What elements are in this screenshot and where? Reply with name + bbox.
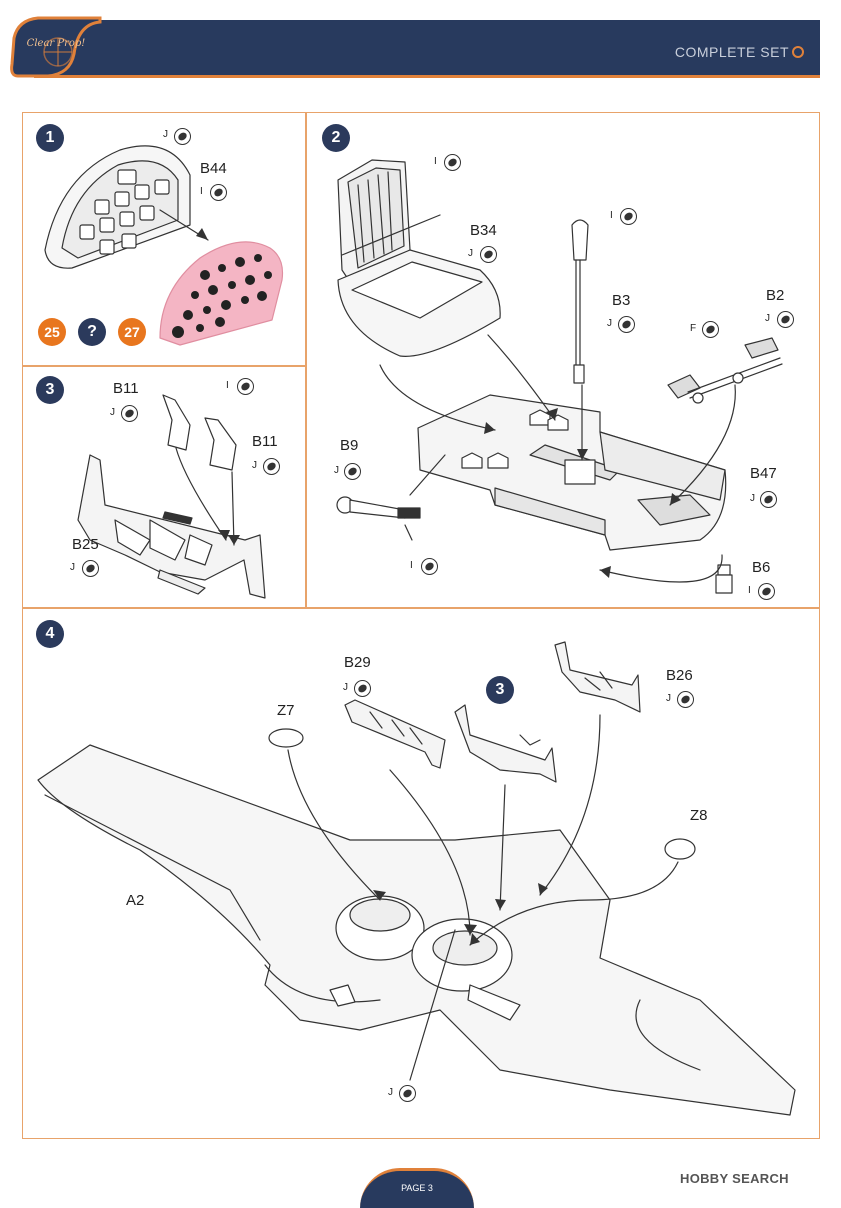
f-code: F	[690, 323, 697, 334]
step-4-bottom-code: J	[388, 1087, 393, 1098]
part-b34-label: B34	[470, 222, 497, 239]
seat-code: I	[434, 156, 437, 167]
part-b3-code: J	[607, 318, 612, 329]
part-b25-label: B25	[72, 536, 99, 553]
paint-icon	[777, 311, 794, 328]
part-b29-code: J	[343, 682, 348, 693]
sub-step-3-badge: 3	[486, 676, 514, 704]
step-2-badge: 2	[322, 124, 350, 152]
step-4-panel	[22, 607, 820, 1139]
part-b44-code: I	[200, 186, 203, 197]
logo-badge: Clear Prop!	[10, 16, 102, 78]
wing-drawing	[37, 744, 796, 1116]
option-badge-27: 27	[118, 318, 146, 346]
part-b34-code: J	[468, 248, 473, 259]
part-b29-label: B29	[344, 654, 371, 671]
paint-icon	[620, 208, 637, 225]
instrument-panel-drawing	[44, 145, 209, 269]
paint-icon	[210, 184, 227, 201]
part-b11-right-label: B11	[252, 433, 278, 450]
watermark: HOBBY SEARCH	[680, 1171, 789, 1186]
paint-icon	[174, 128, 191, 145]
step-2-panel	[305, 112, 820, 609]
paint-icon	[121, 405, 138, 422]
z7-z8-drawing	[268, 728, 696, 860]
part-z8-label: Z8	[690, 807, 708, 824]
rudder-bar-drawing	[667, 337, 783, 404]
seat-frame-sub-drawing	[454, 704, 557, 783]
paint-icon	[344, 463, 361, 480]
part-b26-code: J	[666, 693, 671, 704]
lever-code: I	[410, 560, 413, 571]
paint-icon	[480, 246, 497, 263]
step-1-badge: 1	[36, 124, 64, 152]
seat-frame-drawing	[77, 454, 266, 599]
paint-icon	[237, 378, 254, 395]
control-stick-drawing	[571, 219, 589, 384]
paint-icon	[354, 680, 371, 697]
part-z7-label: Z7	[277, 702, 295, 719]
header-dot-icon	[792, 46, 804, 58]
part-b9-code: J	[334, 465, 339, 476]
paint-icon	[399, 1085, 416, 1102]
stick-code: I	[610, 210, 613, 221]
option-badge-unknown: ?	[78, 318, 106, 346]
step-1-top-code: J	[163, 129, 168, 140]
part-b6-drawing	[715, 564, 733, 594]
page-number: PAGE 3	[401, 1183, 433, 1193]
b29-part-drawing	[344, 699, 446, 769]
part-b11-top-code: J	[110, 407, 115, 418]
step-3-badge: 3	[36, 376, 64, 404]
page-title: COMPLETE SET	[674, 44, 789, 60]
part-b44-label: B44	[200, 160, 227, 177]
part-b9-label: B9	[340, 437, 359, 454]
part-b3-label: B3	[612, 292, 631, 309]
b11-parts-drawing	[162, 394, 237, 546]
option-badge-25: 25	[38, 318, 66, 346]
part-b26-label: B26	[666, 667, 693, 684]
step-1-panel	[22, 112, 307, 367]
paint-icon	[760, 491, 777, 508]
step-3-i-code: I	[226, 380, 229, 391]
paint-icon	[444, 154, 461, 171]
lever-b9-drawing	[336, 496, 421, 519]
paint-icon	[82, 560, 99, 577]
part-a2-label: A2	[126, 892, 145, 909]
part-b6-label: B6	[752, 559, 771, 576]
paint-icon	[263, 458, 280, 475]
paint-icon	[758, 583, 775, 600]
header-bar	[34, 20, 820, 78]
paint-icon	[421, 558, 438, 575]
part-b11-right-code: J	[252, 460, 257, 471]
seat-drawing	[337, 159, 501, 357]
step-3-panel	[22, 365, 307, 609]
part-b47-label: B47	[750, 465, 777, 482]
paint-icon	[702, 321, 719, 338]
floor-drawing	[417, 394, 727, 551]
part-b25-code: J	[70, 562, 75, 573]
instrument-decal-drawing	[159, 241, 284, 346]
step-4-badge: 4	[36, 620, 64, 648]
part-b2-code: J	[765, 313, 770, 324]
part-b6-code: I	[748, 585, 751, 596]
part-b47-code: J	[750, 493, 755, 504]
paint-icon	[677, 691, 694, 708]
part-b2-label: B2	[766, 287, 785, 304]
logo-text: Clear Prop!	[27, 38, 86, 49]
paint-icon	[618, 316, 635, 333]
part-b11-top-label: B11	[113, 380, 139, 397]
b26-part-drawing	[554, 641, 641, 713]
